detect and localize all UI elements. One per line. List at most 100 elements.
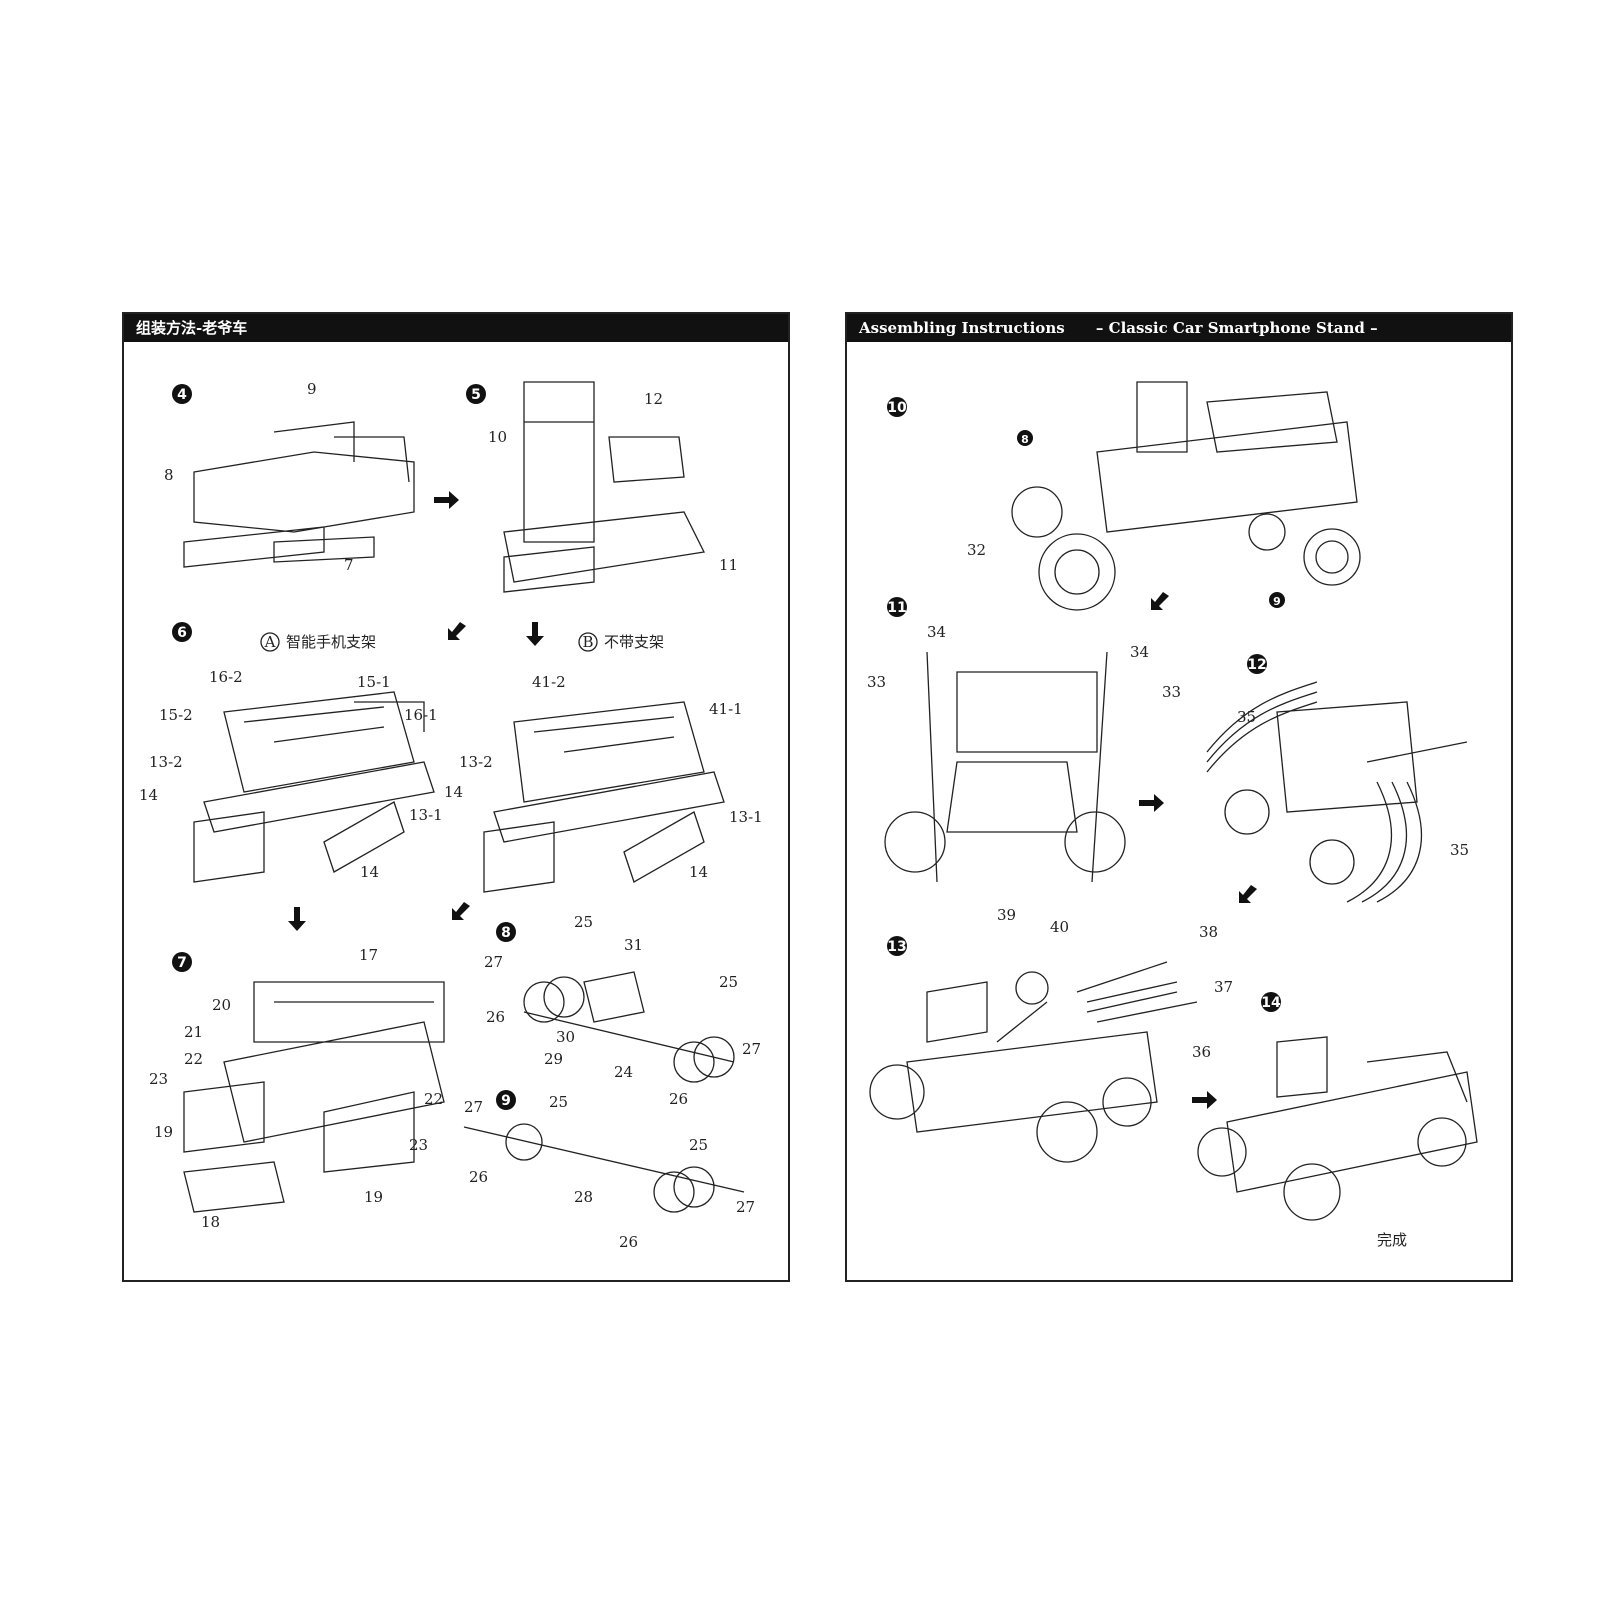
- option-b-mark: B: [582, 633, 593, 651]
- options-row: A 智能手机支架 B 不带支架: [260, 622, 664, 652]
- step-6-label-14-b: 14: [360, 863, 379, 881]
- step-6-label-16-1: 16-1: [404, 706, 438, 724]
- step-7-label-20: 20: [212, 996, 231, 1014]
- right-sheet-title: Assembling Instructions: [859, 319, 1065, 337]
- right-sheet-header: Assembling Instructions – Classic Car Sm…: [847, 314, 1511, 342]
- step-14: 14 完成: [1197, 992, 1478, 1249]
- step-8-label-29: 29: [544, 1050, 563, 1068]
- right-instruction-sheet: Assembling Instructions – Classic Car Sm…: [845, 312, 1513, 1282]
- completed-label: 完成: [1377, 1231, 1407, 1249]
- step-12-number: 12: [1247, 657, 1266, 673]
- step-7-label-23-a: 23: [149, 1070, 168, 1088]
- step-6-drawing: [193, 691, 435, 883]
- step-14-drawing: [1226, 1036, 1478, 1193]
- step-6-label-13-2: 13-2: [149, 753, 183, 771]
- step-10-sub-8: 8: [1021, 433, 1029, 446]
- step-7-label-22-b: 22: [424, 1090, 443, 1108]
- step-12: 12 35 35: [1206, 654, 1469, 903]
- arrow-to-step-13: [1239, 885, 1257, 903]
- step-6b-label-41-2: 41-2: [532, 673, 566, 691]
- step-13-badge: [887, 936, 907, 956]
- step-8-label-27-b: 27: [742, 1040, 761, 1058]
- step-12-label-35-a: 35: [1237, 708, 1256, 726]
- step-11-badge: [887, 597, 907, 617]
- step-6b-label-14-a: 14: [444, 783, 463, 801]
- left-sheet-header: 组装方法-老爷车: [124, 314, 788, 342]
- arrow-to-step-8: [452, 902, 470, 920]
- step-13-label-37: 37: [1214, 978, 1233, 996]
- step-13: 13 39 40 38 37 36: [869, 906, 1233, 1163]
- step-6-label-15-2: 15-2: [159, 706, 193, 724]
- step-7-label-22-a: 22: [184, 1050, 203, 1068]
- step-4-drawing: [183, 421, 415, 568]
- arrow-4-to-5: [434, 491, 459, 509]
- step-10-sub-badge-8: [1017, 430, 1033, 446]
- step-5-badge: [466, 384, 486, 404]
- step-10-badge: [887, 397, 907, 417]
- left-sheet-diagrams: 4 9 8 7 5 12 10 11 A 智能手机支架 B 不带支架: [139, 380, 763, 1251]
- step-4-label-7: 7: [344, 556, 354, 574]
- step-9-label-28: 28: [574, 1188, 593, 1206]
- step-9-label-25-a: 25: [549, 1093, 568, 1111]
- step-6-label-13-1: 13-1: [409, 806, 443, 824]
- step-12-label-35-b: 35: [1450, 841, 1469, 859]
- left-instruction-sheet: 组装方法-老爷车 4 9 8 7 5 12 10 11 A 智能手机支架: [122, 312, 790, 1282]
- step-9-label-27-b: 27: [736, 1198, 755, 1216]
- step-13-label-36: 36: [1192, 1043, 1211, 1061]
- step-11-label-33-b: 33: [1162, 683, 1181, 701]
- step-6-label-16-2: 16-2: [209, 668, 243, 686]
- step-4-badge: [172, 384, 192, 404]
- step-14-number: 14: [1261, 995, 1281, 1011]
- step-6-label-15-1: 15-1: [357, 673, 391, 691]
- step-10-sub-badge-9: [1269, 592, 1285, 608]
- step-12-drawing: [1206, 681, 1468, 903]
- arrow-to-step-7: [288, 907, 306, 931]
- step-7-label-19-a: 19: [154, 1123, 173, 1141]
- step-5-label-11: 11: [719, 556, 738, 574]
- step-8-badge: [496, 922, 516, 942]
- arrow-13-to-14: [1192, 1091, 1217, 1109]
- right-sheet-diagrams: 10 8 9 32 11 34 34 33 33: [867, 381, 1478, 1249]
- step-7-drawing: [183, 981, 445, 1213]
- step-11-drawing: [926, 651, 1108, 883]
- option-a-text: 智能手机支架: [286, 633, 376, 651]
- step-7-badge: [172, 952, 192, 972]
- step-11-number: 11: [887, 600, 906, 616]
- step-6b-label-14-b: 14: [689, 863, 708, 881]
- step-8-number: 8: [501, 925, 511, 941]
- step-6b-label-13-2: 13-2: [459, 753, 493, 771]
- step-6: 6 16-2 15-1 15-2 16-1 13-2 14 13-1 14: [139, 622, 443, 883]
- step-10-sub-9: 9: [1273, 595, 1281, 608]
- step-8-drawing: [523, 971, 735, 1063]
- step-13-label-39: 39: [997, 906, 1016, 924]
- step-8-label-25-a: 25: [574, 913, 593, 931]
- left-sheet-title: 组装方法-老爷车: [136, 319, 248, 337]
- step-6b-label-41-1: 41-1: [709, 700, 743, 718]
- step-7-label-23-b: 23: [409, 1136, 428, 1154]
- step-9-label-26-b: 26: [619, 1233, 638, 1251]
- step-9-drawing: [463, 1126, 745, 1193]
- arrow-11-to-12: [1139, 794, 1164, 812]
- step-12-badge: [1247, 654, 1267, 674]
- step-10-drawing: [1096, 381, 1358, 533]
- step-8-label-31: 31: [624, 936, 643, 954]
- step-7-label-18: 18: [201, 1213, 220, 1231]
- step-8-label-26-b: 26: [669, 1090, 688, 1108]
- step-5-drawing: [503, 381, 705, 593]
- step-6-number: 6: [177, 625, 187, 641]
- step-5-label-12: 12: [644, 390, 663, 408]
- step-6-label-14-a: 14: [139, 786, 158, 804]
- step-9-label-26-a: 26: [469, 1168, 488, 1186]
- step-13-label-40: 40: [1050, 918, 1069, 936]
- step-9-label-27-a: 27: [464, 1098, 483, 1116]
- step-10-number: 10: [887, 400, 907, 416]
- step-4-label-8: 8: [164, 466, 174, 484]
- step-8: 8 25 31 27 26 25 30 29 24 26 27: [484, 913, 761, 1108]
- option-a-circle: [260, 632, 280, 652]
- step-8-label-24: 24: [614, 1063, 633, 1081]
- step-6-option-b-drawing: [483, 701, 725, 893]
- arrow-to-option-b: [526, 622, 544, 646]
- step-11: 11 34 34 33 33: [867, 597, 1181, 883]
- step-5-label-10: 10: [488, 428, 507, 446]
- step-11-label-34-b: 34: [1130, 643, 1149, 661]
